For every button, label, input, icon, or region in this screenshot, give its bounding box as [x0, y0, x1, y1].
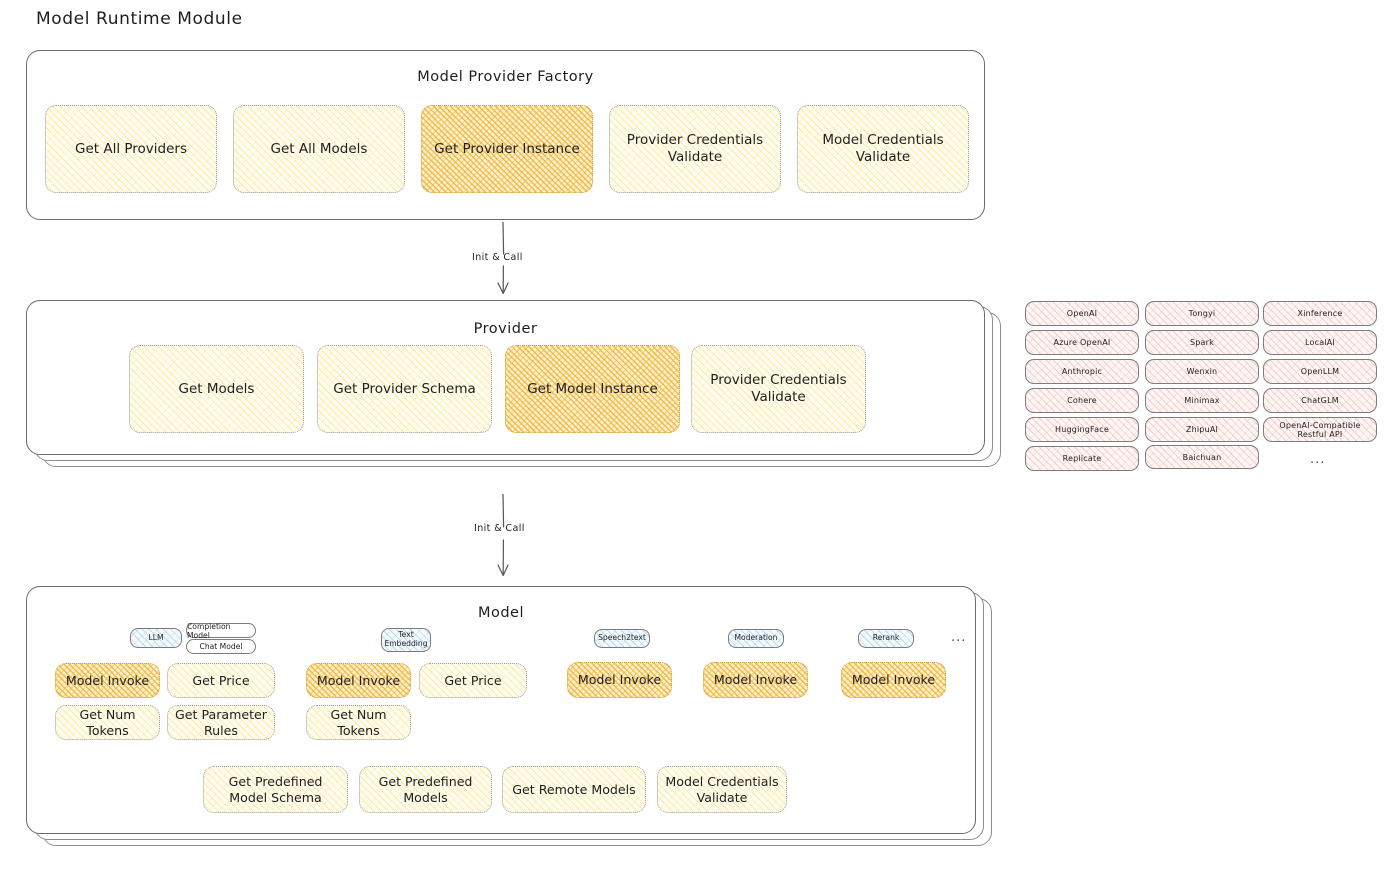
provider-title: Provider	[473, 321, 538, 337]
provider-chip-wenxin[interactable]: Wenxin	[1145, 359, 1259, 384]
arrow-factory-to-provider	[478, 221, 538, 298]
model-title: Model	[477, 605, 525, 621]
node-get-provider-instance[interactable]: Get Provider Instance	[421, 105, 593, 193]
node-provider-credentials-validate-2[interactable]: Provider Credentials Validate	[691, 345, 866, 433]
node-get-all-providers[interactable]: Get All Providers	[45, 105, 217, 193]
node-llm-get-price[interactable]: Get Price	[167, 663, 275, 698]
node-get-models[interactable]: Get Models	[129, 345, 304, 433]
node-text-embedding-get-num-tokens[interactable]: Get Num Tokens	[306, 705, 411, 740]
node-get-remote-models[interactable]: Get Remote Models	[502, 766, 646, 813]
provider-chip-openai-compatible-restful-api[interactable]: OpenAI-Compatible Restful API	[1263, 417, 1377, 442]
node-get-predefined-models[interactable]: Get Predefined Models	[359, 766, 492, 813]
provider-list-more: ...	[1310, 452, 1326, 467]
provider-chip-localai[interactable]: LocalAI	[1263, 330, 1377, 355]
badge-chat-model[interactable]: Chat Model	[186, 639, 256, 654]
provider-chip-xinference[interactable]: Xinference	[1263, 301, 1377, 326]
provider-chip-minimax[interactable]: Minimax	[1145, 388, 1259, 413]
provider-chip-replicate[interactable]: Replicate	[1025, 446, 1139, 471]
arrow-label-init-call-1: Init & Call	[472, 252, 523, 263]
node-llm-model-invoke[interactable]: Model Invoke	[55, 663, 160, 698]
node-llm-get-parameter-rules[interactable]: Get Parameter Rules	[167, 705, 275, 740]
model-groups-more: ...	[951, 630, 967, 645]
node-text-embedding-model-invoke[interactable]: Model Invoke	[306, 663, 411, 698]
badge-text-embedding[interactable]: Text Embedding	[381, 628, 431, 652]
provider-chip-baichuan[interactable]: Baichuan	[1145, 445, 1259, 469]
node-get-provider-schema[interactable]: Get Provider Schema	[317, 345, 492, 433]
badge-speech2text[interactable]: Speech2text	[594, 629, 650, 648]
node-model-credentials-validate[interactable]: Model Credentials Validate	[797, 105, 969, 193]
arrow-label-init-call-2: Init & Call	[474, 523, 525, 534]
provider-chip-tongyi[interactable]: Tongyi	[1145, 301, 1259, 326]
node-llm-get-num-tokens[interactable]: Get Num Tokens	[55, 705, 160, 740]
badge-completion-model[interactable]: Completion Model	[186, 622, 256, 640]
badge-rerank[interactable]: Rerank	[858, 629, 914, 648]
provider-chip-azure-openai[interactable]: Azure OpenAI	[1025, 330, 1139, 355]
node-get-all-models[interactable]: Get All Models	[233, 105, 405, 193]
node-moderation-model-invoke[interactable]: Model Invoke	[703, 662, 808, 698]
arrow-down-icon	[497, 221, 509, 295]
arrow-provider-to-model	[478, 493, 538, 580]
provider-chip-spark[interactable]: Spark	[1145, 330, 1259, 355]
provider-chip-zhipuai[interactable]: ZhipuAI	[1145, 417, 1259, 442]
provider-chip-huggingface[interactable]: HuggingFace	[1025, 417, 1139, 442]
provider-chip-chatglm[interactable]: ChatGLM	[1263, 388, 1377, 413]
node-model-credentials-validate-2[interactable]: Model Credentials Validate	[657, 766, 787, 813]
provider-chip-openllm[interactable]: OpenLLM	[1263, 359, 1377, 384]
badge-llm[interactable]: LLM	[130, 628, 182, 648]
page-title: Model Runtime Module	[36, 9, 243, 29]
badge-moderation[interactable]: Moderation	[728, 629, 784, 648]
node-get-model-instance[interactable]: Get Model Instance	[505, 345, 680, 433]
node-get-predefined-model-schema[interactable]: Get Predefined Model Schema	[203, 766, 348, 813]
model-provider-factory-title: Model Provider Factory	[417, 69, 594, 85]
arrow-down-icon-2	[497, 493, 509, 577]
node-text-embedding-get-price[interactable]: Get Price	[419, 663, 527, 698]
node-speech2text-model-invoke[interactable]: Model Invoke	[567, 662, 672, 698]
provider-chip-cohere[interactable]: Cohere	[1025, 388, 1139, 413]
provider-chip-anthropic[interactable]: Anthropic	[1025, 359, 1139, 384]
node-rerank-model-invoke[interactable]: Model Invoke	[841, 662, 946, 698]
node-provider-credentials-validate[interactable]: Provider Credentials Validate	[609, 105, 781, 193]
provider-chip-openai[interactable]: OpenAI	[1025, 301, 1139, 326]
